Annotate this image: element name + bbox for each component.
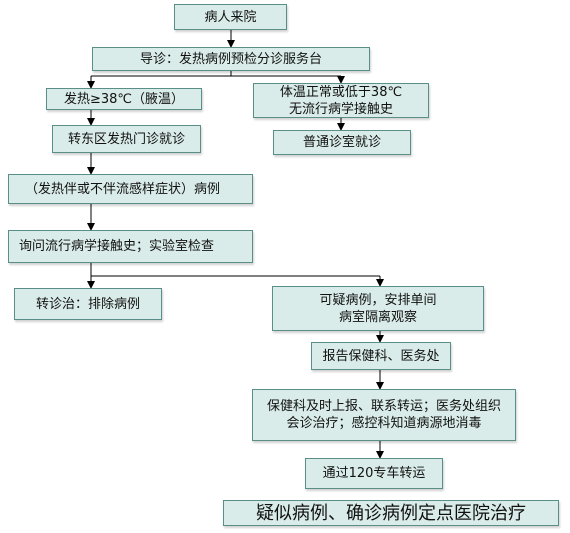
node-patient-arrive-label: 病人来院 [204,9,257,25]
node-fever-flu-case-label: （发热伴或不伴流感样症状）病例 [25,181,221,197]
node-transport-120-label: 通过120专车转运 [322,466,426,481]
node-triage-label: 导诊：发热病例预检分诊服务台 [139,51,322,67]
node-action-line1: 保健科及时上报、联系转运；医务处组织 [266,399,501,414]
node-normal-temp-line2: 无流行病学接触史 [288,101,393,117]
node-final-label: 疑似病例、确诊病例定点医院治疗 [256,502,526,524]
node-triage: 导诊：发热病例预检分诊服务台 [92,47,370,71]
node-final: 疑似病例、确诊病例定点医院治疗 [223,500,559,526]
node-report: 报告保健科、医务处 [311,342,451,370]
node-inquiry-lab-label: 询问流行病学接触史；实验室检查 [19,239,215,254]
node-transfer-fever-clinic-label: 转东区发热门诊就诊 [67,131,185,147]
node-suspected-line1: 可疑病例，安排单间 [319,292,437,308]
node-normal-temp: 体温正常或低于38℃ 无流行病学接触史 [253,83,429,118]
node-action-line2: 会诊治疗；感控科知道病源地消毒 [286,416,482,431]
node-regular-clinic: 普通诊室就诊 [273,130,411,155]
node-inquiry-lab: 询问流行病学接触史；实验室检查 [8,230,253,263]
node-fever-38-label: 发热≥38℃（腋温） [63,91,185,107]
node-normal-temp-line1: 体温正常或低于38℃ [279,84,403,100]
node-rule-out-label: 转诊治：排除病例 [35,296,140,312]
node-fever-38: 发热≥38℃（腋温） [46,88,202,110]
node-regular-clinic-label: 普通诊室就诊 [302,135,381,150]
node-patient-arrive: 病人来院 [174,4,287,30]
node-action: 保健科及时上报、联系转运；医务处组织 会诊治疗；感控科知道病源地消毒 [252,389,516,441]
node-transfer-fever-clinic: 转东区发热门诊就诊 [52,125,201,153]
node-fever-flu-case: （发热伴或不伴流感样症状）病例 [8,174,253,204]
node-suspected: 可疑病例，安排单间 病室隔离观察 [272,286,484,331]
node-report-label: 报告保健科、医务处 [322,348,440,364]
node-transport-120: 通过120专车转运 [305,458,443,489]
node-rule-out: 转诊治：排除病例 [14,288,162,320]
node-suspected-line2: 病室隔离观察 [338,309,417,325]
